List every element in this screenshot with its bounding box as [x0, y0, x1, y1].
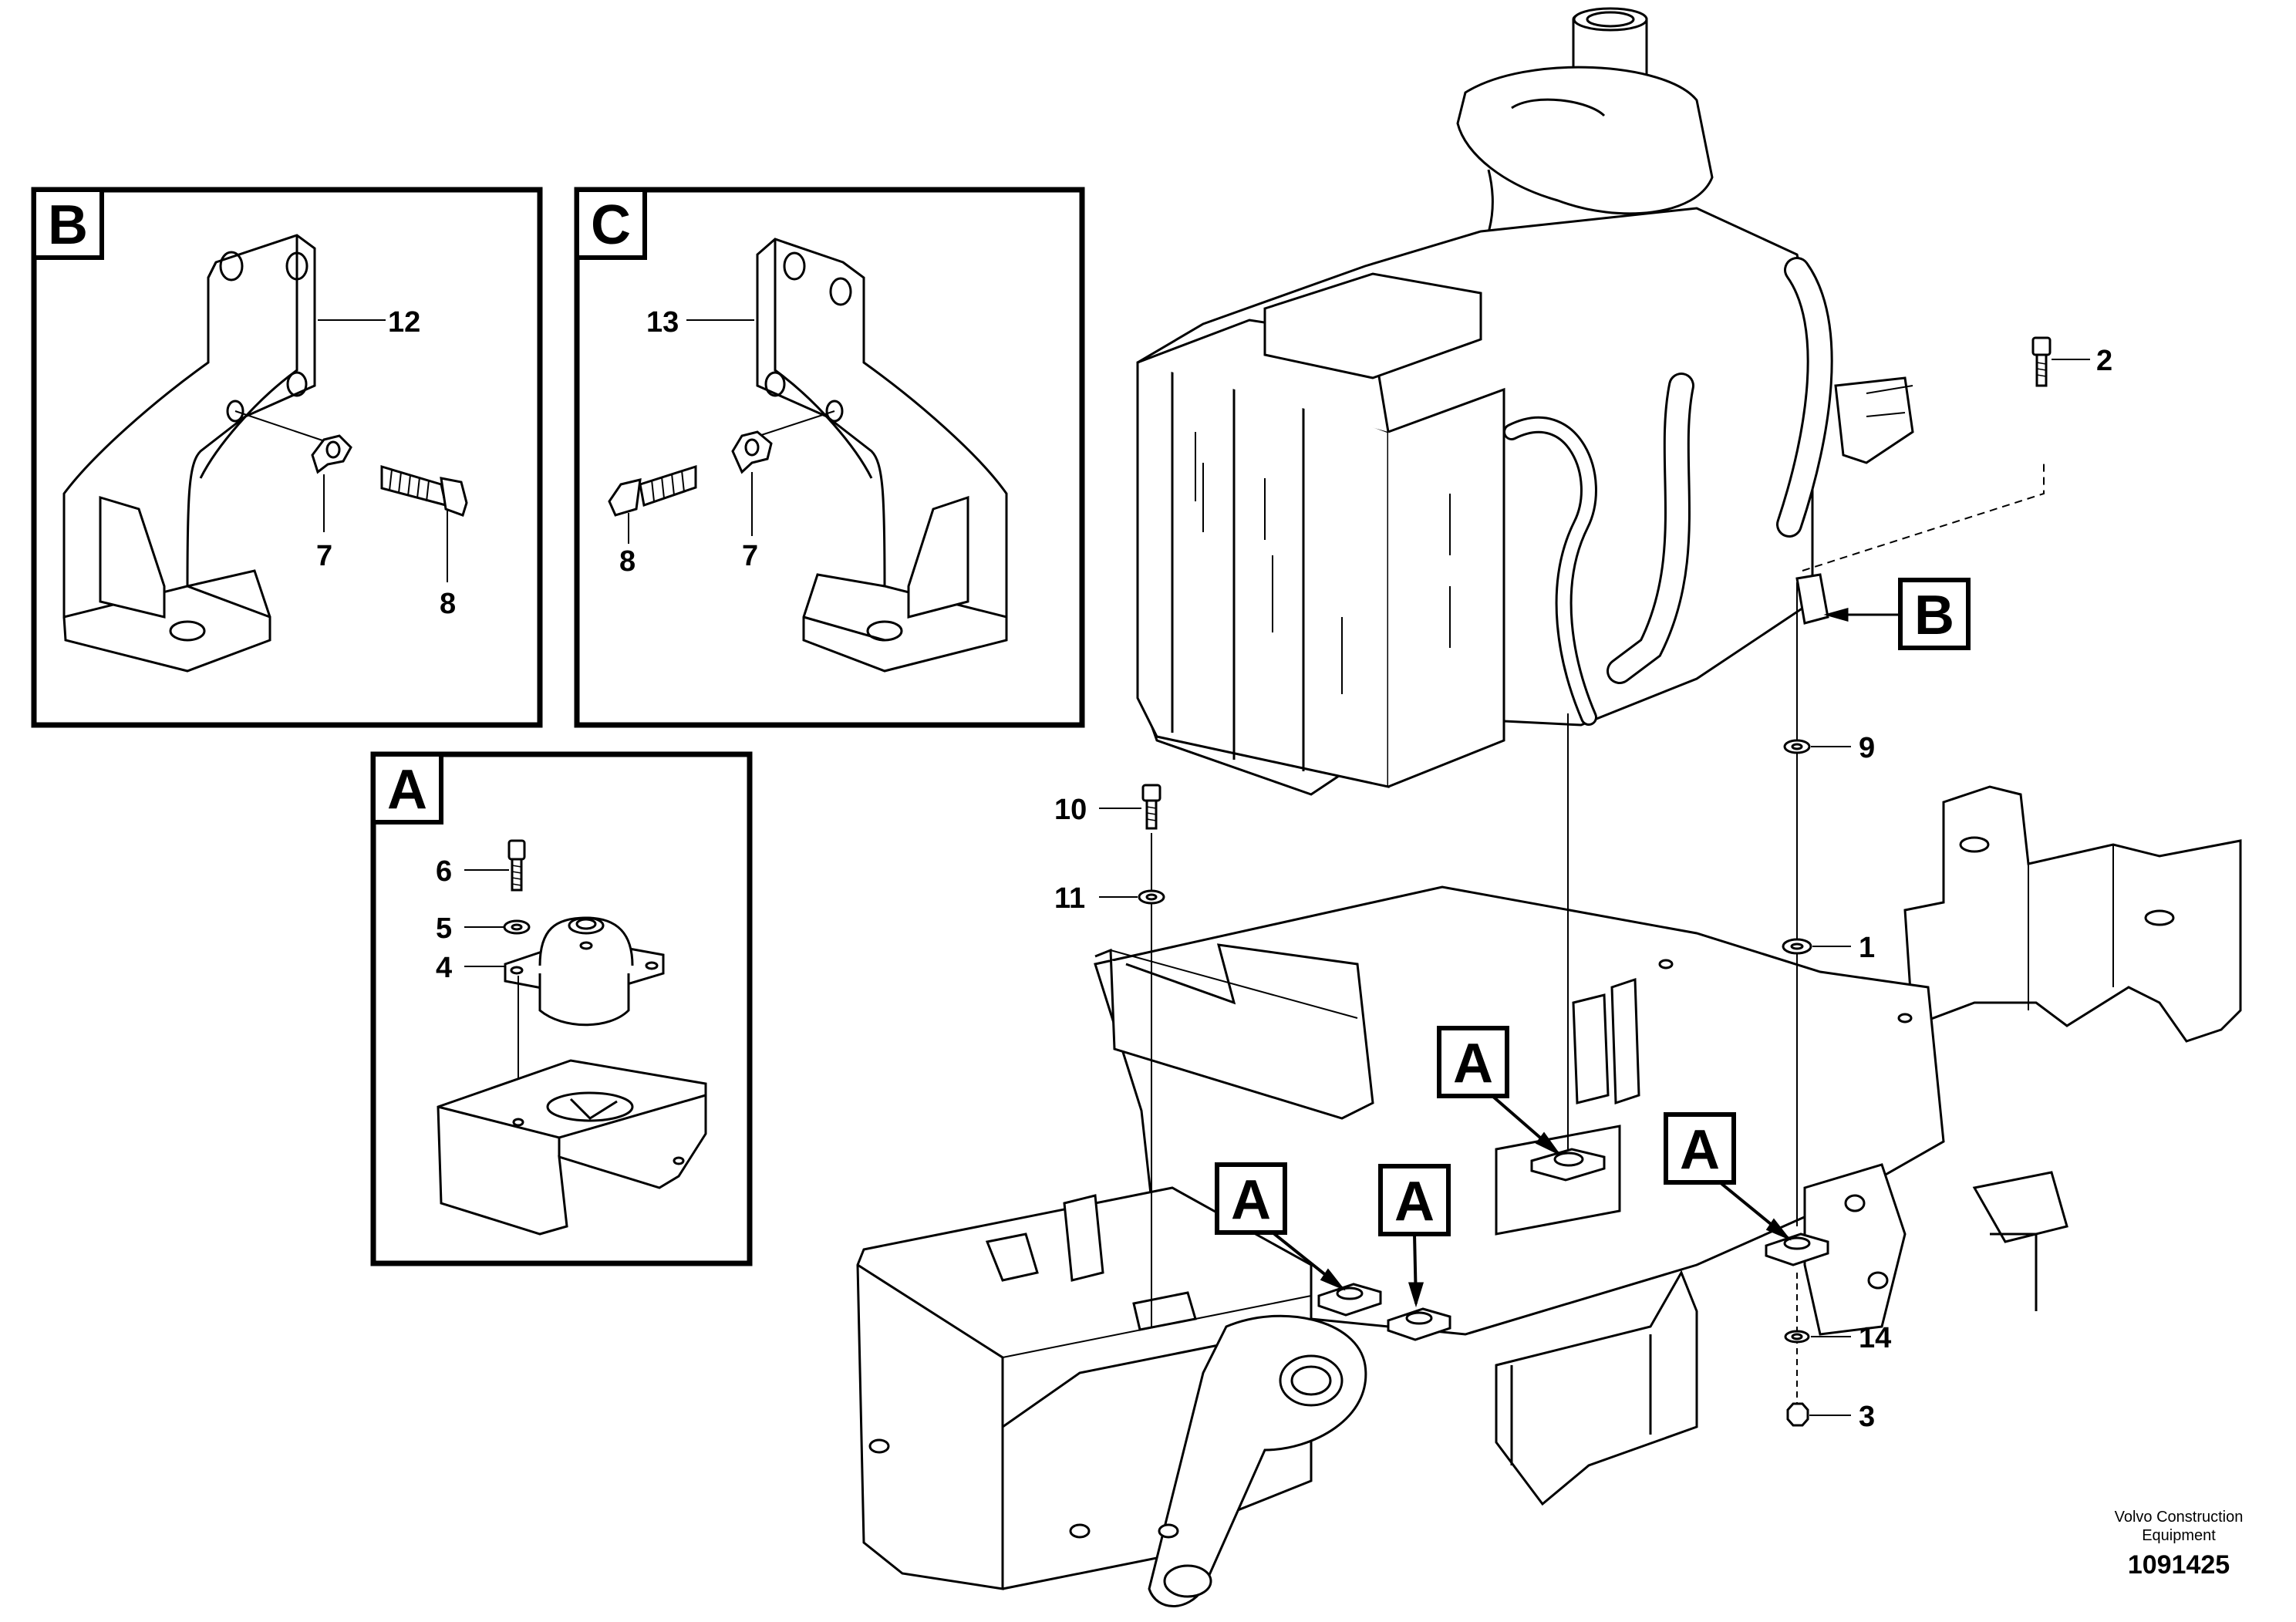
assembly-lines-main	[1151, 463, 2045, 1404]
detail-view-b: B	[31, 187, 543, 728]
detail-a-label: A	[387, 759, 427, 821]
callout-3: 3	[1859, 1401, 1875, 1433]
detail-c-label: C	[591, 194, 631, 256]
callout-5: 5	[436, 912, 452, 945]
callout-12: 12	[388, 306, 420, 339]
washer-5	[503, 919, 531, 935]
washer-lock-7-c	[731, 410, 835, 474]
leader-lines-b	[318, 319, 386, 532]
engine-bracket-left	[756, 238, 1008, 673]
leader-lines-main	[1099, 359, 2090, 1416]
callout-4: 4	[436, 952, 452, 984]
machine-frame	[856, 785, 2242, 1607]
callout-6: 6	[436, 855, 452, 888]
tag-a-main-4: A	[1378, 1164, 1451, 1308]
drawing-number: 1091425	[2127, 1550, 2230, 1580]
callout-14: 14	[1859, 1322, 1891, 1354]
svg-text:A: A	[1453, 1033, 1493, 1094]
callout-11: 11	[1054, 882, 1085, 915]
callout-9: 9	[1859, 732, 1875, 764]
svg-text:B: B	[1914, 585, 1954, 646]
rubber-mount-4	[504, 916, 665, 1027]
hex-nut-3	[1786, 1402, 1809, 1427]
tag-a-main-1: A	[1437, 1026, 1559, 1155]
washer-1	[1782, 938, 1812, 955]
callout-8-c: 8	[619, 545, 636, 578]
callout-8-b: 8	[440, 588, 456, 620]
frame-mount-pads	[1317, 1148, 1829, 1341]
svg-text:A: A	[1394, 1171, 1435, 1233]
detail-view-c: C	[574, 187, 1085, 728]
callout-1: 1	[1859, 932, 1875, 964]
company-name: Volvo Construction Equipment	[2079, 1508, 2279, 1545]
leader-lines-c	[686, 319, 754, 536]
hex-bolt-10	[1141, 784, 1161, 830]
detail-view-a: A	[370, 751, 753, 1266]
mount-pad-1	[1530, 1148, 1606, 1182]
cap-screw-6	[507, 839, 526, 892]
svg-text:A: A	[1231, 1169, 1271, 1231]
washer-11	[1138, 889, 1165, 905]
washer-lock-7-b	[234, 410, 352, 474]
company-line-1: Volvo Construction	[2114, 1509, 2244, 1526]
frame-support-saddle	[437, 1059, 707, 1236]
callout-2: 2	[2096, 345, 2112, 377]
callout-7-b: 7	[316, 540, 332, 572]
washer-14	[1784, 1330, 1810, 1344]
mount-pad-3	[1317, 1283, 1382, 1317]
svg-text:A: A	[1680, 1119, 1720, 1181]
tag-a-main-3: A	[1215, 1162, 1346, 1291]
tag-a-main-2: A	[1664, 1112, 1792, 1241]
company-line-2: Equipment	[2142, 1527, 2216, 1544]
mount-pad-2	[1765, 1233, 1829, 1266]
hex-bolt-8-c	[608, 464, 697, 544]
detail-b-label: B	[48, 194, 88, 256]
tag-b-main: B	[1823, 578, 1971, 650]
hex-bolt-2	[2031, 336, 2052, 387]
callout-13: 13	[646, 306, 679, 339]
washer-9	[1783, 739, 1811, 754]
callout-10: 10	[1054, 794, 1087, 826]
leader-lines-a	[464, 869, 509, 967]
hex-bolt-8-b	[380, 464, 468, 582]
callout-7-c: 7	[742, 540, 758, 572]
engine-bracket-right	[62, 234, 316, 673]
mount-pad-4	[1387, 1307, 1451, 1341]
engine-assembly	[1136, 7, 1914, 796]
